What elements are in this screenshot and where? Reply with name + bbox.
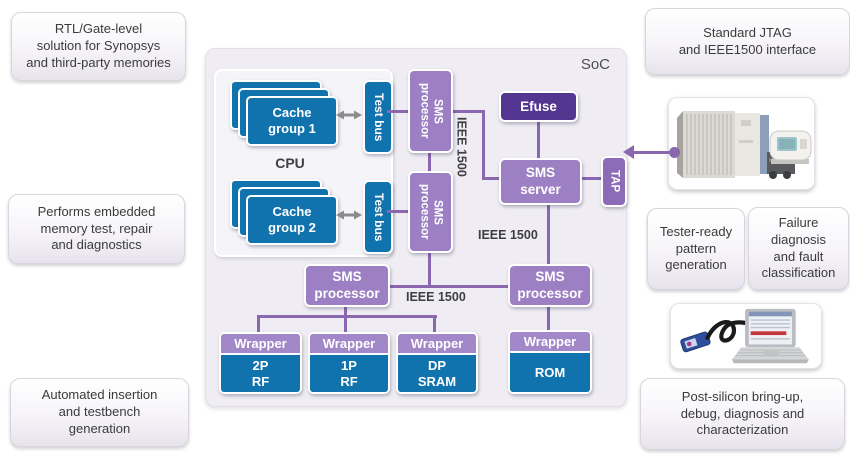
callout-automated-insertion: Automated insertion and testbench genera…: [10, 378, 189, 447]
connector-drop-wrapper2: [344, 315, 347, 332]
connector-ieee-vertical: [482, 110, 485, 180]
wrapper-dp-sram-header: Wrapper: [398, 334, 476, 353]
tester-photo-box: [668, 97, 815, 190]
callout-tester-ready-text: Tester-ready pattern generation: [659, 223, 733, 273]
connector-efuse-server: [537, 118, 540, 158]
wrapper-2p-rf-header: Wrapper: [221, 334, 300, 353]
soc-label: SoC: [580, 56, 610, 73]
connector-server-procright: [547, 201, 550, 264]
wrapper-1p-rf-header: Wrapper: [310, 334, 388, 353]
efuse-label: Efuse: [520, 99, 557, 114]
sms-processor-bottom-left: SMS processor: [304, 264, 390, 307]
tester-photo: [677, 111, 812, 179]
callout-jtag-interface-text: Standard JTAG and IEEE1500 interface: [678, 24, 817, 57]
tap-box: TAP: [601, 156, 627, 207]
soc-block: SoC Cache group 1 CPU Cache group 2: [205, 48, 627, 407]
callout-embedded-test: Performs embedded memory test, repair an…: [8, 194, 185, 264]
cpu-block: Cache group 1 CPU Cache group 2: [214, 69, 393, 257]
sms-processor-top2-label: SMS processor: [418, 184, 444, 240]
ieee1500-label-lower: IEEE 1500: [406, 290, 466, 304]
wrapper-2p-rf: Wrapper 2P RF: [219, 332, 302, 394]
cache-group1-card: Cache group 1: [246, 96, 338, 146]
wrapper-rom: Wrapper ROM: [508, 330, 592, 394]
sms-server-label: SMS server: [520, 164, 561, 197]
ieee1500-label-vertical: IEEE 1500: [454, 117, 469, 177]
connector-wrapper-bus: [257, 315, 437, 318]
sms-processor-top1: SMS processor: [408, 69, 453, 153]
callout-jtag-interface: Standard JTAG and IEEE1500 interface: [645, 8, 850, 75]
callout-embedded-test-text: Performs embedded memory test, repair an…: [37, 203, 156, 253]
cache-group2-card: Cache group 2: [246, 195, 338, 245]
probe-cable: [705, 319, 748, 343]
sms-processor-bottom-right-label: SMS processor: [517, 268, 583, 301]
test-bus-2-label: Test bus: [371, 192, 386, 242]
callout-failure-diagnosis-text: Failure diagnosis and fault classificati…: [761, 214, 836, 281]
sms-processor-top2: SMS processor: [408, 171, 453, 253]
connector-procleft-down: [344, 303, 347, 317]
bidirectional-arrow-icon: [336, 108, 362, 127]
tester-connection-arrow-icon: [623, 145, 634, 159]
connector-testbus2-proc2: [387, 210, 408, 213]
wrapper-1p-rf-label: 1P RF: [310, 355, 388, 392]
callout-rtl-solution-text: RTL/Gate-level solution for Synopsys and…: [26, 21, 171, 70]
ieee1500-label-mid: IEEE 1500: [478, 228, 538, 242]
tester-connection-dot: [669, 147, 680, 158]
callout-post-silicon: Post-silicon bring-up, debug, diagnosis …: [640, 378, 845, 450]
cache-group2-label: Cache group 2: [268, 203, 316, 235]
connector-ieee-server: [482, 177, 500, 180]
tap-label: TAP: [608, 170, 621, 193]
tester-connection-line: [632, 151, 672, 154]
callout-post-silicon-text: Post-silicon bring-up, debug, diagnosis …: [680, 388, 805, 438]
laptop-photo-box: [670, 303, 822, 369]
bidirectional-arrow-icon: [336, 208, 362, 227]
cpu-label: CPU: [275, 155, 305, 171]
sms-processor-bottom-right: SMS processor: [508, 264, 592, 307]
wrapper-2p-rf-label: 2P RF: [221, 355, 300, 392]
laptop-probe-photo: [680, 308, 809, 364]
connector-proc1-ieee: [449, 110, 485, 113]
connector-proc2-bus: [428, 249, 431, 287]
callout-failure-diagnosis: Failure diagnosis and fault classificati…: [748, 207, 849, 290]
sms-processor-top1-label: SMS processor: [418, 83, 444, 139]
callout-automated-insertion-text: Automated insertion and testbench genera…: [41, 387, 158, 436]
connector-testbus1-proc1: [387, 110, 408, 113]
cache-group1-label: Cache group 1: [268, 104, 316, 136]
sms-server-box: SMS server: [499, 158, 582, 205]
test-bus-1: Test bus: [363, 80, 393, 154]
jtag-probe: [680, 331, 711, 353]
callout-tester-ready: Tester-ready pattern generation: [647, 208, 745, 290]
connector-proc1-proc2: [428, 149, 431, 171]
wrapper-1p-rf: Wrapper 1P RF: [308, 332, 390, 394]
connector-drop-wrapper1: [257, 315, 260, 332]
callout-rtl-solution: RTL/Gate-level solution for Synopsys and…: [11, 12, 186, 81]
connector-drop-wrapper3: [433, 315, 436, 332]
connector-server-tap: [578, 177, 601, 180]
wrapper-dp-sram: Wrapper DP SRAM: [396, 332, 478, 394]
connector-procleft-procright: [386, 285, 509, 288]
wrapper-rom-label: ROM: [510, 353, 590, 392]
wrapper-dp-sram-label: DP SRAM: [398, 355, 476, 392]
wrapper-rom-header: Wrapper: [510, 332, 590, 351]
efuse-box: Efuse: [499, 91, 578, 122]
test-bus-2: Test bus: [363, 180, 393, 254]
sms-processor-bottom-left-label: SMS processor: [314, 268, 380, 301]
test-bus-1-label: Test bus: [371, 92, 386, 142]
connector-procright-rom: [547, 303, 550, 330]
